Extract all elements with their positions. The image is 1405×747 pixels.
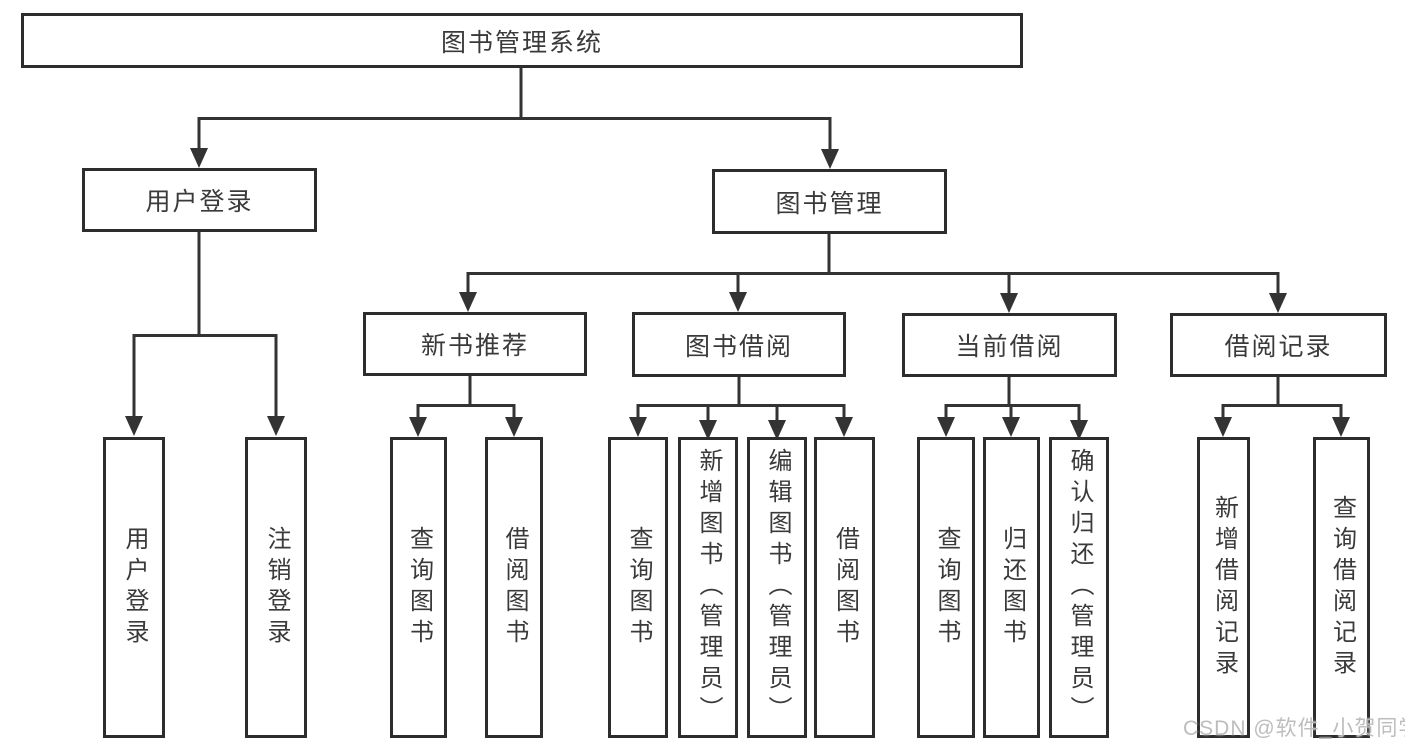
leaf-recommend-borrow-books: 借阅图书 (485, 437, 543, 738)
arrowheads (125, 148, 1350, 440)
leaf-recommend-query-books-label: 查询图书 (405, 525, 433, 650)
edge-userlogin-bus (132, 334, 278, 418)
leaf-add-borrow-record: 新增借阅记录 (1197, 437, 1250, 738)
leaf-return-books: 归还图书 (983, 437, 1040, 738)
leaf-query-borrow-record: 查询借阅记录 (1313, 437, 1370, 738)
leaf-borrow-query-books-label: 查询图书 (625, 525, 652, 650)
leaf-borrow-query-books: 查询图书 (608, 437, 668, 738)
leaf-recommend-query-books: 查询图书 (390, 437, 447, 738)
leaf-borrow-books: 借阅图书 (814, 437, 875, 738)
leaf-confirm-return-admin-label: 确认归还（管理员） (1066, 448, 1093, 727)
edge-borrow-bus (636, 404, 846, 421)
leaf-add-borrow-record-label: 新增借阅记录 (1210, 494, 1238, 681)
leaf-user-login-label: 用户登录 (121, 525, 148, 650)
leaf-edit-books-admin-label: 编辑图书（管理员） (764, 448, 791, 727)
leaf-confirm-return-admin: 确认归还（管理员） (1049, 437, 1109, 738)
leaf-current-query-books: 查询图书 (917, 437, 975, 738)
leaf-query-borrow-record-label: 查询借阅记录 (1328, 494, 1356, 681)
node-book-borrow: 图书借阅 (632, 312, 846, 377)
leaf-current-query-books-label: 查询图书 (933, 525, 960, 650)
leaf-add-books-admin-label: 新增图书（管理员） (695, 448, 722, 727)
csdn-watermark: CSDN @软件_小贺同学 (1183, 717, 1405, 740)
edge-records-bus (1221, 404, 1343, 419)
node-user-login: 用户登录 (82, 168, 317, 232)
edge-recommend-bus (416, 404, 516, 419)
node-book-management: 图书管理 (712, 169, 947, 234)
leaf-recommend-borrow-books-label: 借阅图书 (501, 525, 528, 650)
node-library-system: 图书管理系统 (21, 13, 1023, 68)
leaf-logout: 注销登录 (245, 437, 307, 738)
node-borrow-records: 借阅记录 (1170, 313, 1387, 377)
node-current-borrow: 当前借阅 (902, 313, 1117, 377)
edge-modules-bus (466, 272, 1280, 295)
leaf-add-books-admin: 新增图书（管理员） (678, 437, 738, 738)
leaf-user-login: 用户登录 (103, 437, 165, 738)
node-new-book-recommend: 新书推荐 (363, 312, 587, 376)
leaf-borrow-books-label: 借阅图书 (831, 525, 859, 650)
leaf-return-books-label: 归还图书 (998, 525, 1026, 650)
edge-root-bus (197, 117, 832, 151)
leaf-logout-label: 注销登录 (263, 525, 290, 650)
leaf-edit-books-admin: 编辑图书（管理员） (747, 437, 807, 738)
